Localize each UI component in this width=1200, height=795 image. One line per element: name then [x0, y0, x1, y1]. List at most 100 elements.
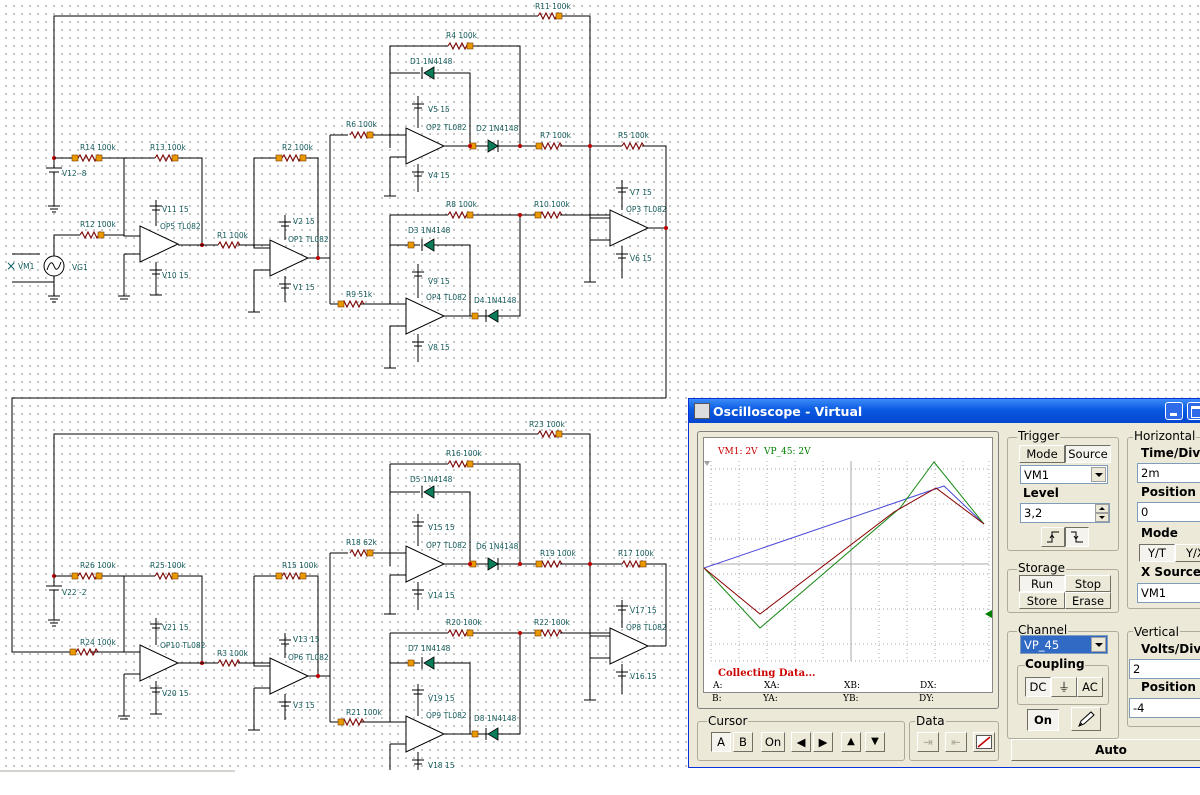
r6-label: R6 100k: [346, 120, 378, 129]
cursor-right-icon[interactable]: ▶: [813, 732, 833, 752]
mode-yx-button[interactable]: Y/X: [1175, 544, 1200, 562]
xsource-label: X Source: [1141, 565, 1200, 579]
oscilloscope-window[interactable]: Oscilloscope - Virtual VM1:: [688, 398, 1200, 768]
oscilloscope-app-icon: [694, 403, 710, 419]
data-export-icon[interactable]: ⇤: [945, 732, 967, 752]
trigger-source-select[interactable]: VM1: [1020, 465, 1108, 484]
minimize-icon[interactable]: [1165, 402, 1183, 420]
op3-label: OP3 TL082: [626, 205, 667, 214]
coupling-dc-button[interactable]: DC: [1025, 677, 1051, 697]
v18-label: V18 15: [428, 761, 455, 770]
storage-run-button[interactable]: Run: [1019, 575, 1065, 592]
r2-label: R2 100k: [282, 143, 314, 152]
readout-dy: DY:: [919, 694, 935, 704]
ch2-scale-label: VP_45: 2V: [764, 447, 811, 457]
d5-label: D5 1N4148: [410, 475, 453, 484]
vg1-label: VG1: [72, 263, 88, 272]
v21-label: V21 15: [162, 623, 189, 632]
trigger-level-field[interactable]: 3,2: [1020, 503, 1110, 523]
readout-xa: XA:: [764, 681, 780, 691]
horizontal-position-field[interactable]: 0: [1137, 502, 1200, 522]
trigger-level-value: 3,2: [1024, 506, 1043, 520]
trigger-source-button[interactable]: Source: [1065, 445, 1111, 463]
coupling-ac-button[interactable]: AC: [1077, 677, 1103, 697]
r10-label: R10 100k: [534, 200, 570, 209]
top-circuit: R11 100k V12 -8 R14 100k R13 100k R12 10…: [6, 2, 668, 653]
cursor-a-button[interactable]: A: [711, 732, 731, 752]
op1-label: OP1 TL082: [288, 235, 329, 244]
auto-button[interactable]: Auto: [1011, 739, 1200, 761]
cursor-down-icon[interactable]: ▼: [865, 732, 885, 752]
v2-label: V2 15: [293, 217, 315, 226]
vertical-position-field[interactable]: -4: [1129, 698, 1200, 718]
status-strip: [0, 770, 1200, 795]
data-import-icon[interactable]: ⇥: [917, 732, 939, 752]
op7-label: OP7 TL082: [426, 541, 467, 550]
cursor-left-icon[interactable]: ◀: [791, 732, 811, 752]
mode-yt-button[interactable]: Y/T: [1139, 544, 1175, 562]
xsource-select[interactable]: VM1: [1137, 583, 1200, 603]
probe-pen-icon[interactable]: [1071, 707, 1101, 731]
storage-store-button[interactable]: Store: [1019, 592, 1065, 609]
channel-select[interactable]: VP_45: [1020, 635, 1108, 654]
d4-label: D4 1N4148: [474, 296, 517, 305]
storage-stop-button[interactable]: Stop: [1065, 575, 1111, 592]
v17-label: V17 15: [630, 606, 657, 615]
op8-label: OP8 TL082: [626, 623, 667, 632]
r25-label: R25 100k: [150, 561, 186, 570]
data-graph-icon[interactable]: [973, 732, 995, 752]
op6-label: OP6 TL082: [288, 653, 329, 662]
chevron-down-icon[interactable]: [1091, 637, 1106, 652]
xsource-value: VM1: [1141, 586, 1167, 600]
readout-a: A:: [713, 681, 723, 691]
falling-edge-icon[interactable]: [1065, 527, 1089, 547]
horizontal-mode-label: Mode: [1141, 526, 1178, 540]
trigger-source-value: VM1: [1024, 468, 1050, 482]
readout-b: B:: [712, 694, 722, 704]
v19-label: V19 15: [428, 694, 455, 703]
vertical-position-value: -4: [1133, 701, 1145, 715]
level-spinner[interactable]: [1095, 504, 1109, 522]
trigger-level-label: Level: [1023, 486, 1059, 500]
r13-label: R13 100k: [150, 143, 186, 152]
coupling-gnd-icon[interactable]: ⏚: [1051, 677, 1077, 697]
v13-label: V13 15: [293, 635, 320, 644]
v11-label: V11 15: [162, 205, 189, 214]
v8-label: V8 15: [428, 343, 450, 352]
op5-label: OP5 TL082: [160, 222, 201, 231]
r3-label: R3 100k: [217, 649, 249, 658]
chevron-down-icon[interactable]: [1091, 467, 1106, 482]
horizontal-title: Horizontal: [1133, 429, 1197, 443]
r22-label: R22 100k: [534, 618, 570, 627]
v12-label: V12 -8: [62, 169, 87, 178]
r9-label: R9 51k: [346, 290, 373, 299]
vm1-label: VM1: [18, 262, 35, 271]
cursor-up-icon[interactable]: ▲: [841, 732, 861, 752]
maximize-icon[interactable]: [1187, 402, 1200, 420]
v16-label: V16 15: [630, 672, 657, 681]
channel-value: VP_45: [1024, 638, 1060, 652]
r24-label: R24 100k: [80, 638, 116, 647]
storage-erase-button[interactable]: Erase: [1065, 592, 1111, 609]
collecting-status: Collecting Data...: [718, 668, 816, 679]
r21-label: R21 100k: [346, 708, 382, 717]
cursor-group: [697, 721, 905, 761]
vertical-position-label: Position: [1141, 680, 1196, 694]
r16-label: R16 100k: [446, 449, 482, 458]
v14-label: V14 15: [428, 591, 455, 600]
v3-label: V3 15: [293, 701, 315, 710]
trigger-mode-button[interactable]: Mode: [1019, 445, 1065, 463]
op2-label: OP2 TL082: [426, 123, 467, 132]
channel-on-button[interactable]: On: [1027, 709, 1059, 731]
op9-label: OP9 TL082: [426, 711, 467, 720]
v9-label: V9 15: [428, 277, 450, 286]
cursor-b-button[interactable]: B: [733, 732, 753, 752]
oscilloscope-title-bar[interactable]: Oscilloscope - Virtual: [689, 399, 1200, 423]
scope-screen[interactable]: VM1: 2V VP_45: 2V Collecting Data... A: …: [703, 437, 993, 693]
timediv-field[interactable]: 2m: [1137, 463, 1200, 483]
voltsdiv-field[interactable]: 2: [1129, 659, 1200, 679]
cursor-on-button[interactable]: On: [761, 732, 785, 752]
rising-edge-icon[interactable]: [1041, 527, 1065, 547]
d1-label: D1 1N4148: [410, 57, 453, 66]
